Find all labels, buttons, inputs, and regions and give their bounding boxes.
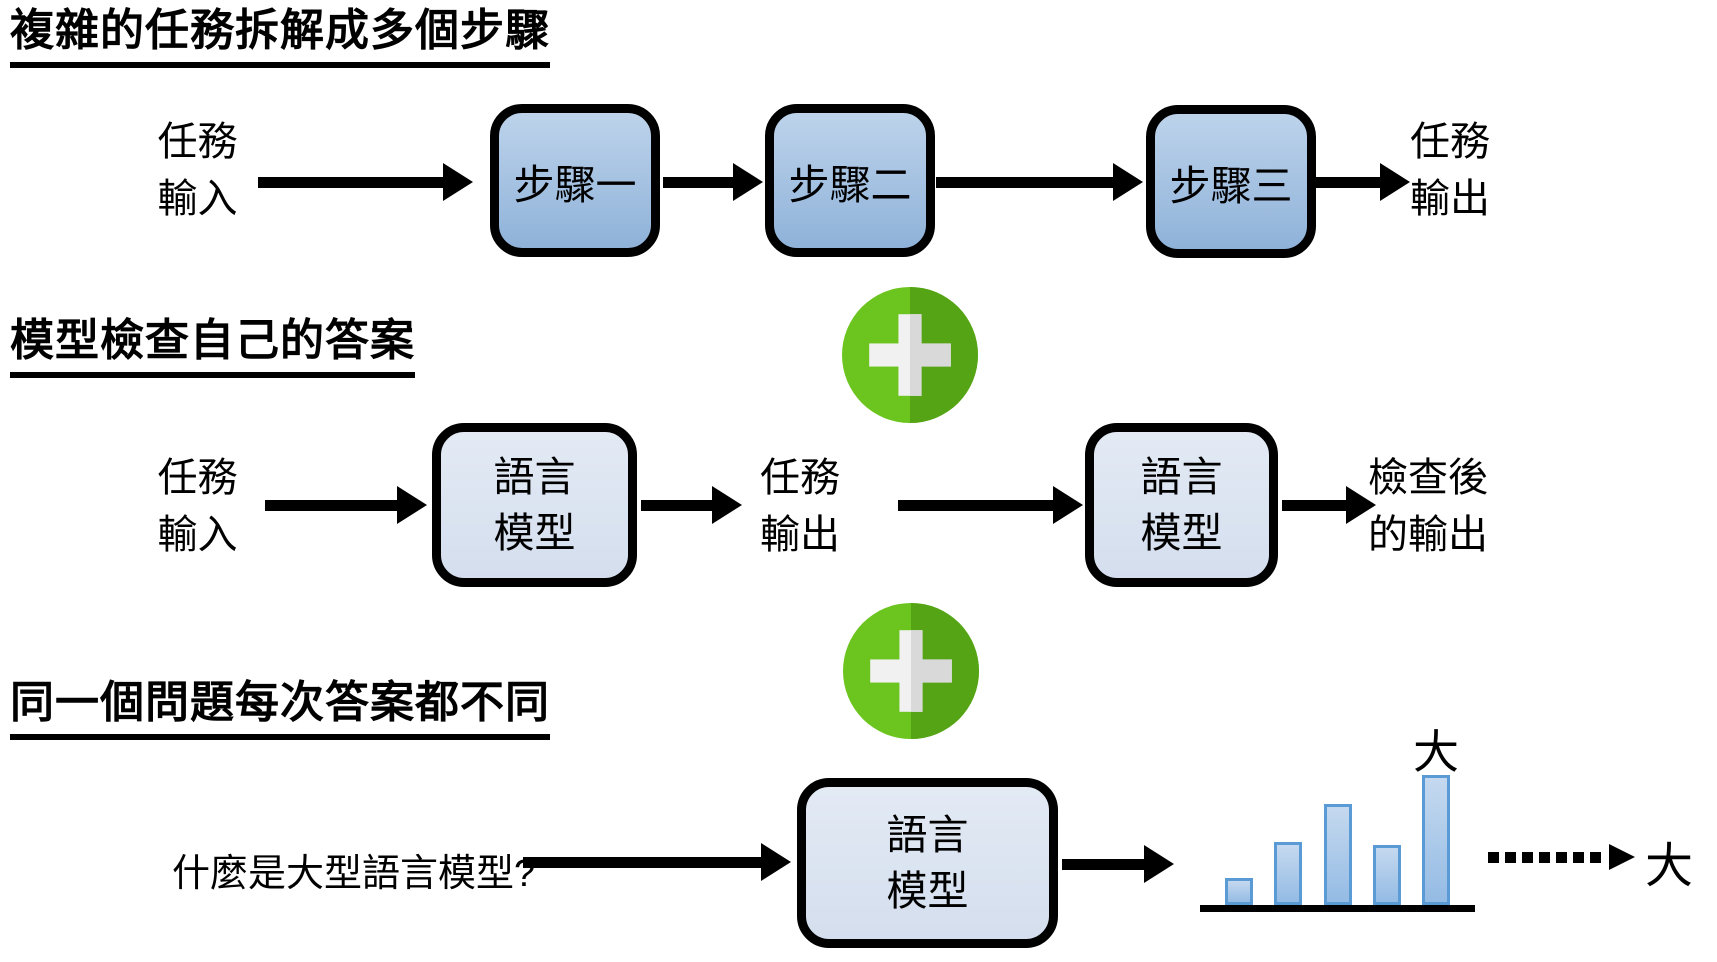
arrow-lm2-to-checked-output [1282, 486, 1376, 524]
section3-question: 什麼是大型語言模型? [172, 853, 536, 895]
step1-label: 步驟一 [513, 161, 637, 208]
sampled-output-label: 大 [1644, 840, 1693, 893]
arrow-step2-to-step3 [936, 163, 1143, 201]
section1-input-label: 任務 輸入 [157, 120, 238, 221]
arrow-head [1609, 844, 1635, 870]
arrow-head [1053, 486, 1083, 524]
arrow-input-to-lm1 [265, 486, 427, 524]
plus-icon [842, 287, 978, 423]
language-model-box-3: 語言 模型 [797, 778, 1058, 948]
arrow-dash [1505, 851, 1516, 863]
arrow-shaft [265, 499, 397, 511]
arrow-head [443, 163, 473, 201]
language-model-label: 語言 模型 [886, 812, 969, 914]
section1-output-label: 任務 輸出 [1410, 120, 1490, 221]
arrow-head [1346, 486, 1376, 524]
arrow-shaft [1282, 499, 1346, 511]
dotted-arrow-sample [1488, 843, 1635, 871]
plus-icon [843, 603, 979, 739]
step3-label: 步驟三 [1169, 162, 1293, 209]
language-model-box-1: 語言 模型 [432, 423, 637, 587]
language-model-label: 語言 模型 [1140, 454, 1223, 556]
section2-mid-output-label: 任務 輸出 [760, 456, 840, 557]
arrow-dash [1522, 851, 1533, 863]
section2-title: 模型檢查自己的答案 [10, 316, 415, 378]
arrow-head [712, 486, 742, 524]
arrow-input-to-step1 [258, 163, 473, 201]
arrow-head [1113, 163, 1143, 201]
language-model-box-2: 語言 模型 [1085, 423, 1278, 587]
arrow-shaft [258, 176, 443, 188]
arrow-dash [1573, 851, 1584, 863]
arrow-lm1-to-midoutput [641, 486, 742, 524]
arrow-shaft [641, 499, 712, 511]
probability-bar [1422, 775, 1450, 905]
step3-box: 步驟三 [1146, 105, 1316, 258]
arrow-head [1144, 845, 1174, 883]
arrow-dash [1539, 851, 1550, 863]
section2-input-label: 任務 輸入 [157, 456, 238, 557]
arrow-shaft [663, 176, 733, 188]
arrow-shaft [523, 856, 761, 868]
arrow-head [1380, 163, 1410, 201]
probability-bar [1225, 878, 1253, 905]
step2-label: 步驟二 [788, 161, 912, 208]
arrow-head [761, 843, 791, 881]
section2-output-label: 檢查後 的輸出 [1368, 456, 1488, 557]
section3-title: 同一個問題每次答案都不同 [10, 678, 550, 740]
probability-bar [1274, 842, 1302, 905]
language-model-label: 語言 模型 [493, 454, 576, 556]
probability-bar [1373, 845, 1401, 905]
arrow-lm3-to-distribution [1062, 845, 1174, 883]
chart-baseline [1200, 905, 1475, 912]
probability-bar-chart [1200, 770, 1480, 912]
step2-box: 步驟二 [765, 104, 935, 257]
arrow-step3-to-output [1308, 163, 1410, 201]
step1-box: 步驟一 [490, 104, 660, 257]
arrow-shaft [1308, 176, 1380, 188]
max-probability-label: 大 [1413, 726, 1459, 778]
probability-bar [1324, 804, 1352, 905]
arrow-step1-to-step2 [663, 163, 763, 201]
arrow-head [397, 486, 427, 524]
arrow-shaft [898, 499, 1053, 511]
arrow-head [733, 163, 763, 201]
arrow-dash [1590, 851, 1601, 863]
arrow-question-to-lm3 [523, 843, 791, 881]
arrow-dash [1556, 851, 1567, 863]
arrow-shaft [1062, 858, 1144, 870]
arrow-dash [1488, 851, 1499, 863]
arrow-shaft [936, 176, 1113, 188]
section1-title: 複雜的任務拆解成多個步驟 [10, 6, 550, 68]
arrow-midoutput-to-lm2 [898, 486, 1083, 524]
